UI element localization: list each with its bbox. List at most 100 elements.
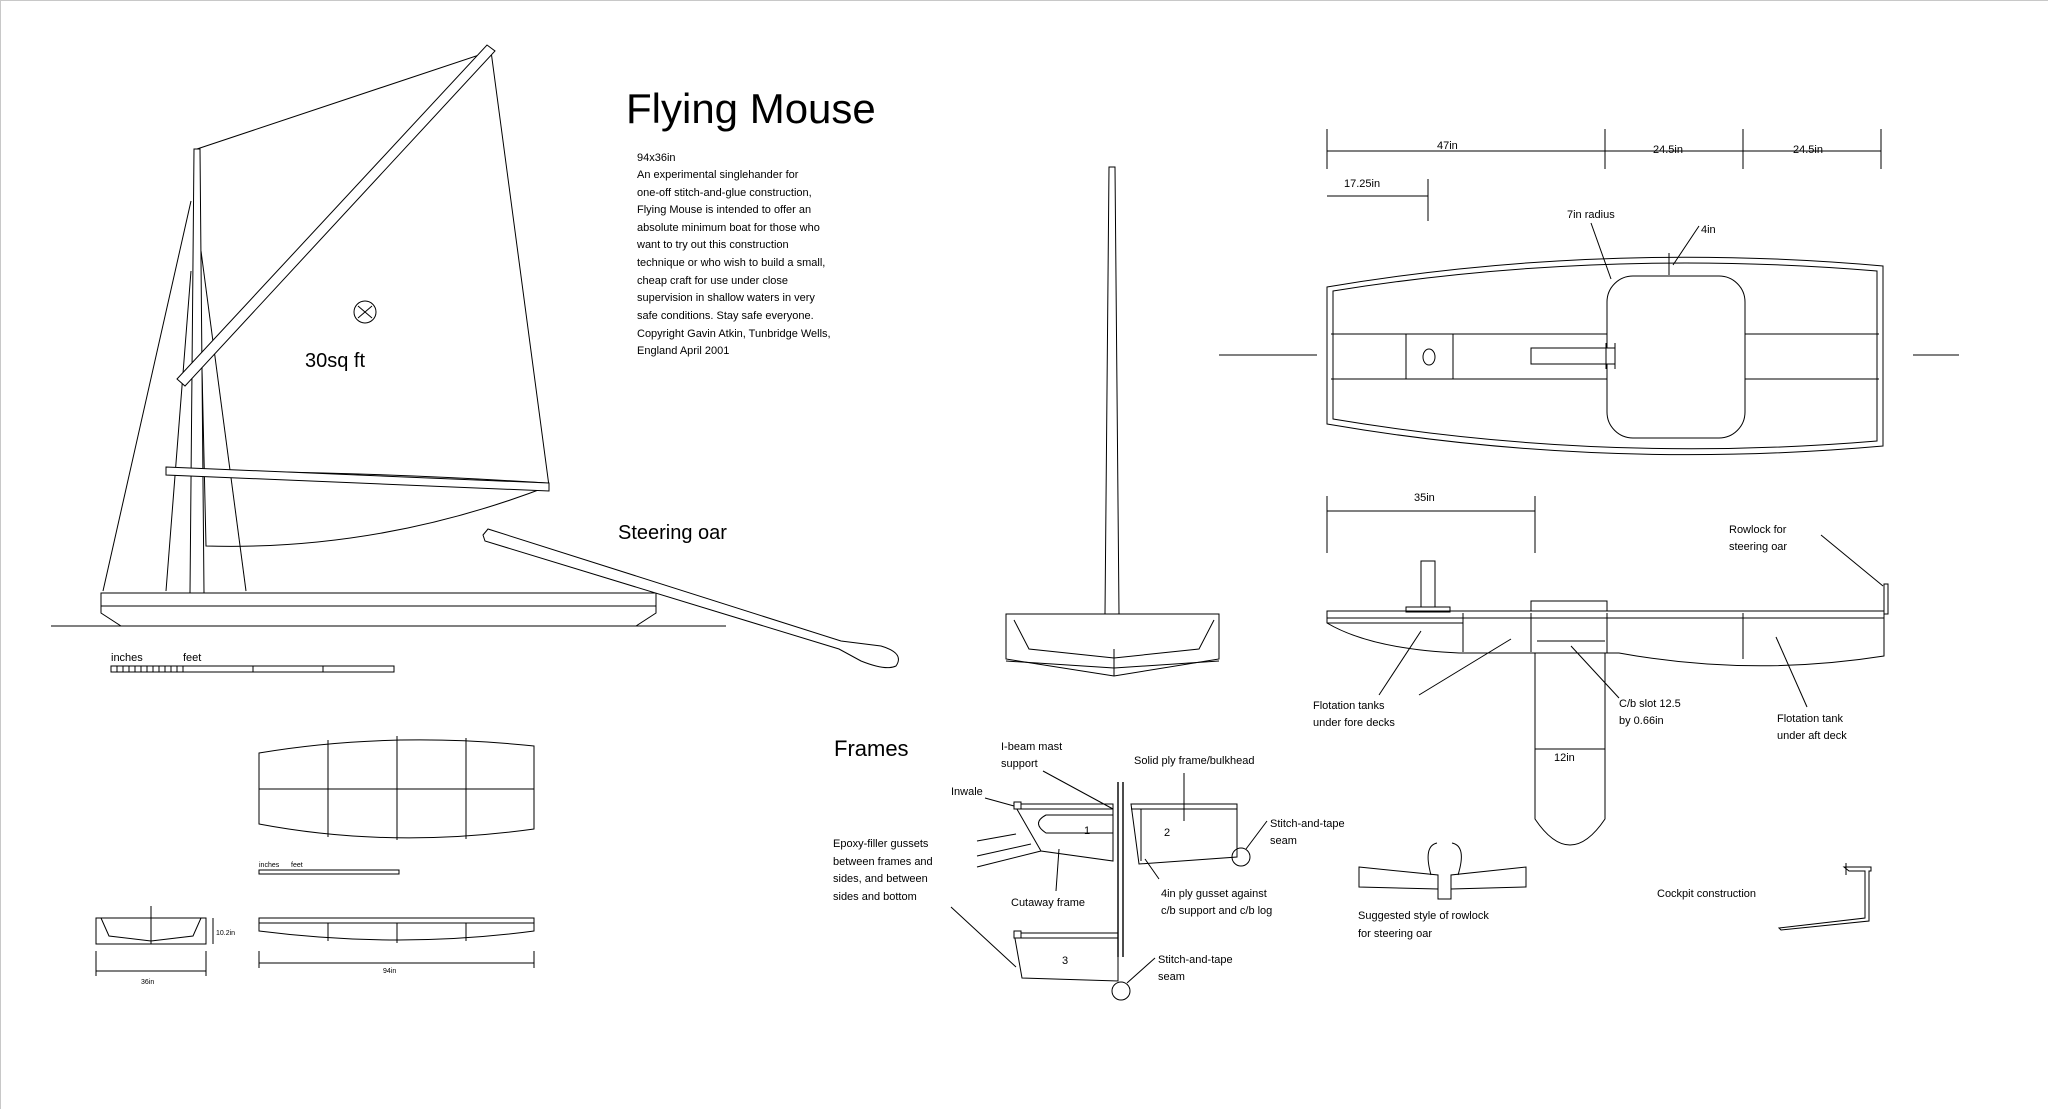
flotation-leader <box>1378 630 1422 696</box>
small-profile-outline <box>258 917 535 941</box>
gusset-leader <box>1144 858 1160 880</box>
front-view <box>1005 166 1220 677</box>
boom <box>165 466 550 492</box>
dim-24-5in-b: 24.5in <box>1793 144 1823 156</box>
forestay-inner <box>165 270 192 592</box>
label-gusset-2: c/b support and c/b log <box>1161 905 1272 917</box>
description-line: Copyright Gavin Atkin, Tunbridge Wells, <box>637 328 831 340</box>
frame-1-cutout <box>1038 814 1113 834</box>
description-line: 94x36in <box>637 152 676 164</box>
label-rowlock-style-1: Suggested style of rowlock <box>1358 910 1489 922</box>
small-profile-view: 94in <box>258 917 535 975</box>
label-cb-slot-by: by 0.66in <box>1619 715 1664 727</box>
page-title: Flying Mouse <box>626 85 876 132</box>
dim-12in: 12in <box>1554 752 1575 764</box>
epoxy-leader <box>950 906 1017 968</box>
top-plan-view: 47in 24.5in 24.5in 17.25in 7in radius 4i… <box>1219 129 1959 456</box>
description-line: technique or who wish to build a small, <box>637 257 825 269</box>
epoxy-leader <box>976 850 1042 868</box>
label-stitch-2a: Stitch-and-tape <box>1158 954 1233 966</box>
dim-24-5in-a: 24.5in <box>1653 144 1683 156</box>
frame-1-number: 1 <box>1084 825 1090 837</box>
label-flotation-tank: Flotation tank <box>1777 713 1844 725</box>
dim-35in: 35in <box>1414 492 1435 504</box>
frame-3-number: 3 <box>1062 955 1068 967</box>
aft-tank-leader <box>1775 636 1808 708</box>
dim-4in-leader <box>1672 225 1700 266</box>
label-stitch-2b: seam <box>1158 971 1185 983</box>
flotation-leader <box>1418 638 1512 696</box>
scale-ticks <box>116 666 324 672</box>
label-flotation-tanks: Flotation tanks <box>1313 700 1385 712</box>
frame-2 <box>1130 803 1238 865</box>
epoxy-leader <box>976 843 1032 857</box>
rowlock-detail: Suggested style of rowlock for steering … <box>1358 842 1527 940</box>
description-line: absolute minimum boat for those who <box>637 222 820 234</box>
plan-hull-inwale <box>1332 262 1878 450</box>
sail-area-label: 30sq ft <box>305 350 365 372</box>
label-epoxy-3: sides, and between <box>833 873 928 885</box>
small-scale-bar <box>258 869 400 875</box>
small-height-label: 10.2in <box>216 930 235 937</box>
rowlock-arms <box>1358 866 1527 900</box>
label-stitch-1a: Stitch-and-tape <box>1270 818 1345 830</box>
label-epoxy-2: between frames and <box>833 856 933 868</box>
description-line: supervision in shallow waters in very <box>637 292 815 304</box>
description-line: cheap craft for use under close <box>637 275 788 287</box>
description-line: England April 2001 <box>637 345 729 357</box>
frames-detail: Frames I-beam mast support 1 Inwale 2 So… <box>833 736 1345 1001</box>
label-cb-slot: C/b slot 12.5 <box>1619 698 1681 710</box>
label-cockpit: Cockpit construction <box>1657 888 1756 900</box>
sail-insignia-mark <box>357 305 373 319</box>
small-beam-label: 36in <box>141 979 154 986</box>
label-stitch-1b: seam <box>1270 835 1297 847</box>
ibeam-leader <box>1042 770 1114 810</box>
stitch-1-leader <box>1245 820 1268 850</box>
small-plan-outline <box>258 739 535 839</box>
description-line: one-off stitch-and-glue construction, <box>637 187 812 199</box>
scale-inches-label: inches <box>111 652 143 664</box>
small-scale-inches: inches <box>259 862 280 869</box>
forestay <box>102 200 192 592</box>
cb-slot-leader <box>1570 645 1620 699</box>
front-mast <box>1104 166 1120 615</box>
stitch-seam-1 <box>1231 847 1251 867</box>
steering-oar <box>482 528 899 669</box>
radius-leader <box>1590 222 1612 280</box>
epoxy-leader <box>976 833 1017 842</box>
dim-4in: 4in <box>1701 224 1716 236</box>
dim-17-25in: 17.25in <box>1344 178 1380 190</box>
label-under-aft-deck: under aft deck <box>1777 730 1847 742</box>
front-chine <box>1005 660 1115 669</box>
front-hull <box>1005 613 1220 677</box>
label-gusset-1: 4in ply gusset against <box>1161 888 1267 900</box>
small-scale-feet: feet <box>291 862 303 869</box>
label-ibeam-2: support <box>1001 758 1038 770</box>
hull-profile <box>100 592 657 627</box>
cutaway-leader <box>1055 848 1060 892</box>
cockpit-opening <box>1606 275 1746 439</box>
sail-luff-lower <box>200 250 247 592</box>
stitch-2-leader <box>1126 957 1156 984</box>
small-hull-plan: inches feet <box>258 736 535 875</box>
sail-insignia <box>353 300 377 324</box>
frame-2-number: 2 <box>1164 827 1170 839</box>
description-text: 94x36in An experimental singlehander for… <box>636 152 831 357</box>
dim-47in: 47in <box>1437 140 1458 152</box>
label-epoxy-1: Epoxy-filler gussets <box>833 838 929 850</box>
inwale-leader <box>984 797 1015 807</box>
scale-feet-label: feet <box>183 652 201 664</box>
sail <box>196 50 550 547</box>
steering-oar-label: Steering oar <box>618 522 727 544</box>
plan-hull-outer <box>1326 256 1884 456</box>
mast-hole <box>1422 348 1436 366</box>
profile-hull <box>1326 610 1885 667</box>
small-length-label: 94in <box>383 968 396 975</box>
frames-heading: Frames <box>834 736 909 761</box>
frame-3-inwale-block <box>1013 930 1022 939</box>
sail-plan: 30sq ft Steering oar inches feet <box>51 44 899 673</box>
centreboard-case <box>1530 347 1616 365</box>
label-steering-oar: steering oar <box>1729 541 1787 553</box>
